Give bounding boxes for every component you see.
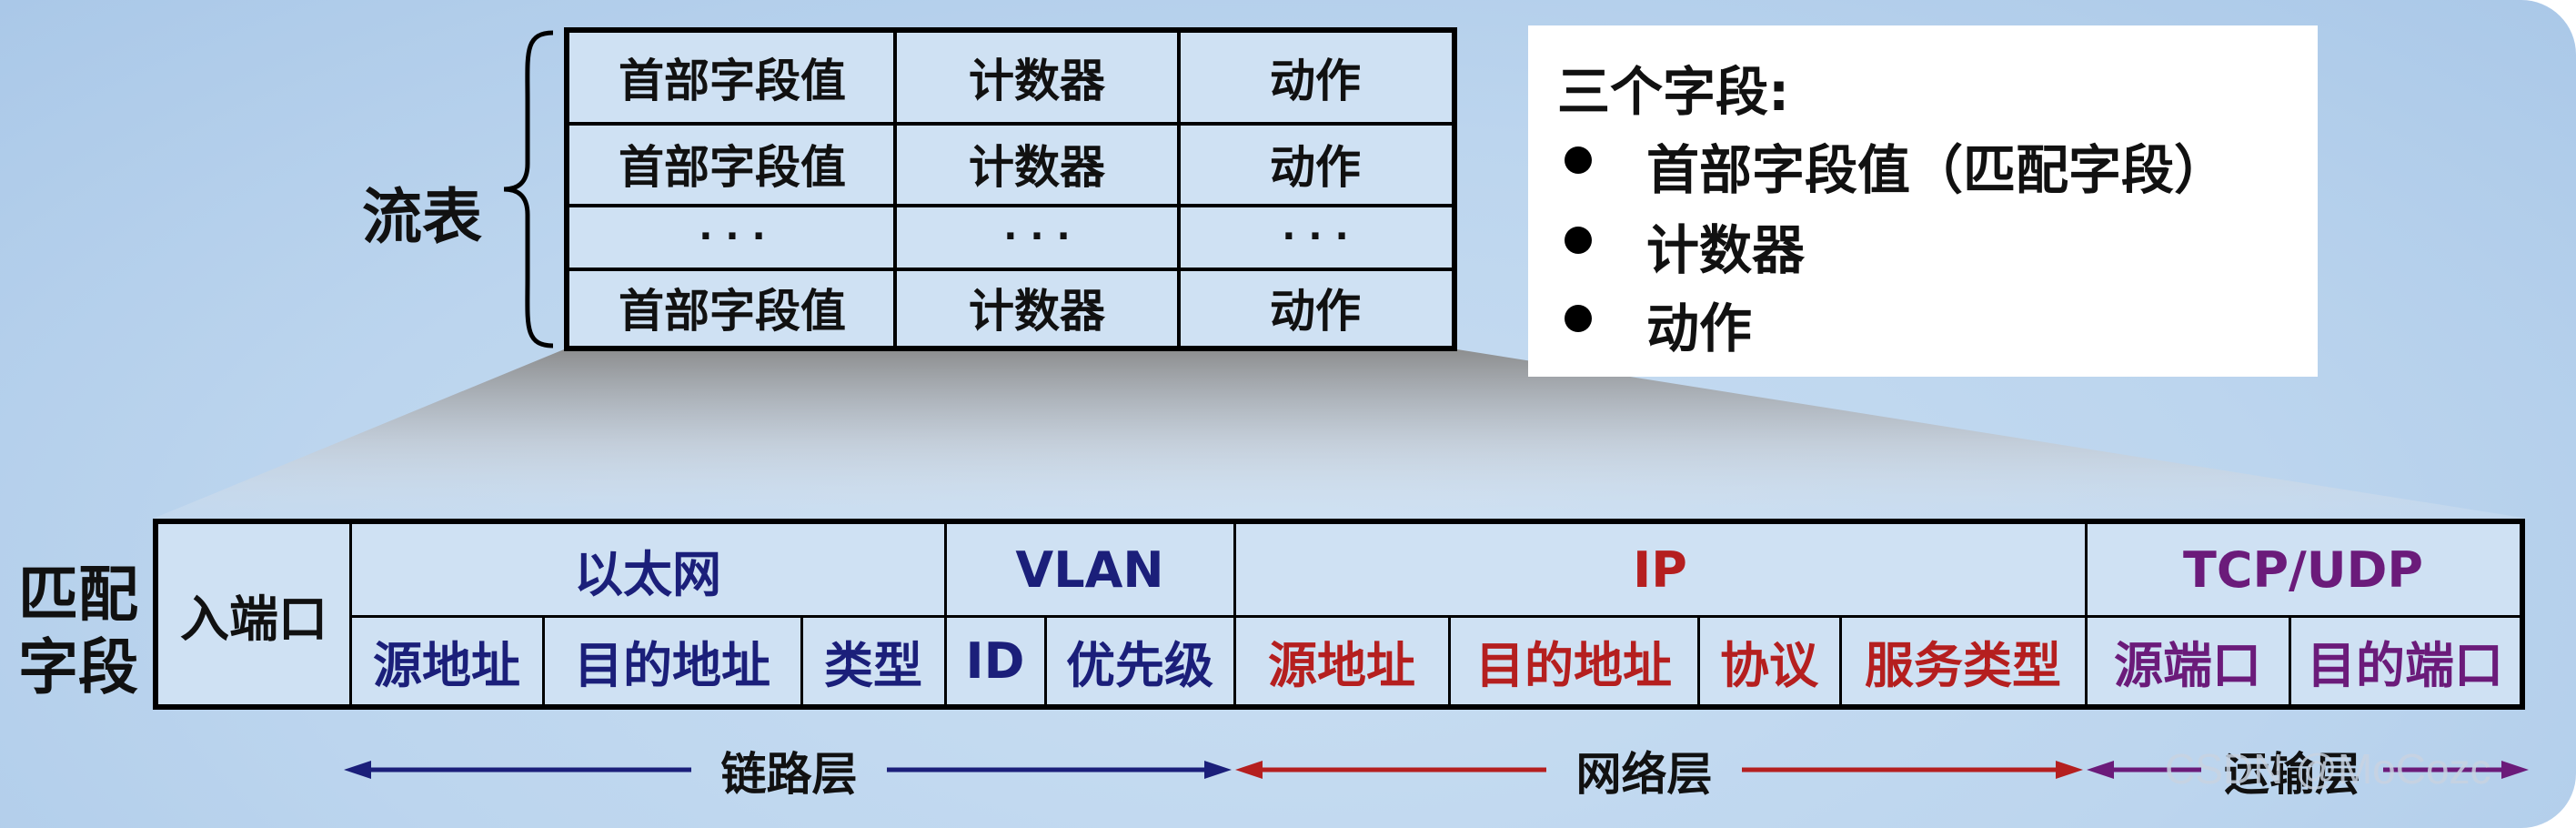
flow-table-rule <box>569 268 1452 271</box>
flow-table-label: 流表 <box>362 182 482 252</box>
field-divider <box>1839 615 1842 704</box>
flow-table-row: 首部字段值 计数器 动作 <box>569 33 1452 122</box>
link-layer-label: 链路层 <box>720 748 858 801</box>
group-divider <box>349 524 352 704</box>
info-title: 三个字段: <box>1557 61 1790 123</box>
link-layer-arrow <box>344 761 1232 779</box>
ellipsis-cell: · · · <box>1282 216 1349 257</box>
network-layer-arrow <box>1235 761 2083 779</box>
ellipsis-cell: · · · <box>1003 216 1071 257</box>
field-divider <box>1697 615 1700 704</box>
dst-port-field: 目的端口 <box>2307 636 2503 694</box>
flow-table-row: 首部字段值 计数器 动作 <box>569 124 1452 204</box>
header-field-cell: 首部字段值 <box>619 141 846 194</box>
match-fields-label-line1: 匹配 <box>18 560 138 630</box>
action-cell: 动作 <box>1270 55 1361 107</box>
group-header-rule <box>351 615 2520 618</box>
field-divider <box>1448 615 1451 704</box>
flow-table-divider <box>893 33 897 346</box>
action-cell: 动作 <box>1270 285 1361 338</box>
action-cell: 动作 <box>1270 141 1361 194</box>
flow-table-divider <box>1177 33 1181 346</box>
ip-group-header: IP <box>1633 540 1687 599</box>
field-divider <box>1044 615 1047 704</box>
info-item: 动作 <box>1646 298 1753 359</box>
counter-cell: 计数器 <box>969 141 1105 194</box>
tcpudp-group-header: TCP/UDP <box>2182 540 2423 599</box>
transport-layer-label: 运输层 <box>2224 748 2360 801</box>
counter-cell: 计数器 <box>969 285 1105 338</box>
network-layer-label: 网络层 <box>1575 748 1713 801</box>
curly-brace <box>503 30 554 348</box>
flow-table-rule <box>569 122 1452 126</box>
match-fields-table: 入端口 以太网 VLAN IP TCP/UDP 源地址 目的地址 类型 ID 优… <box>153 519 2525 710</box>
layer-arrows <box>344 761 2529 779</box>
ethernet-type-field: 类型 <box>824 636 922 694</box>
bullet-icon <box>1565 227 1592 254</box>
info-item: 首部字段值（匹配字段） <box>1646 139 2228 201</box>
group-divider <box>1233 524 1236 704</box>
flow-table-row: · · · · · · · · · <box>569 206 1452 268</box>
flow-table-rule <box>569 204 1452 207</box>
ip-tos-field: 服务类型 <box>1865 636 2061 694</box>
ethernet-dst-field: 目的地址 <box>574 636 770 694</box>
vlan-group-header: VLAN <box>1015 540 1164 599</box>
in-port-field: 入端口 <box>180 590 327 648</box>
ip-dst-field: 目的地址 <box>1475 636 1672 694</box>
group-divider <box>944 524 947 704</box>
ethernet-group-header: 以太网 <box>574 545 721 603</box>
counter-cell: 计数器 <box>969 55 1105 107</box>
bullet-icon <box>1565 146 1592 174</box>
ip-src-field: 源地址 <box>1268 636 1415 694</box>
vlan-priority-field: 优先级 <box>1066 636 1213 694</box>
flow-table-row: 首部字段值 计数器 动作 <box>569 269 1452 346</box>
match-fields-label-line2: 字段 <box>18 632 138 702</box>
src-port-field: 源端口 <box>2114 636 2261 694</box>
transport-layer-arrow <box>2087 761 2529 779</box>
header-field-cell: 首部字段值 <box>619 285 846 338</box>
flow-table: 首部字段值 计数器 动作 首部字段值 计数器 动作 · · · · · · · … <box>564 27 1457 351</box>
field-divider <box>542 615 545 704</box>
field-divider <box>2289 615 2291 704</box>
ip-protocol-field: 协议 <box>1720 636 1818 694</box>
info-item: 计数器 <box>1646 219 1806 281</box>
vlan-id-field: ID <box>965 631 1025 690</box>
ellipsis-cell: · · · <box>699 216 766 257</box>
field-divider <box>800 615 803 704</box>
header-field-cell: 首部字段值 <box>619 55 846 107</box>
group-divider <box>2085 524 2088 704</box>
watermark: CSDN @MoCozc <box>2165 745 2491 793</box>
info-box: 三个字段: 首部字段值（匹配字段） 计数器 动作 <box>1528 25 2318 377</box>
bullet-icon <box>1565 305 1592 332</box>
ethernet-src-field: 源地址 <box>373 636 520 694</box>
